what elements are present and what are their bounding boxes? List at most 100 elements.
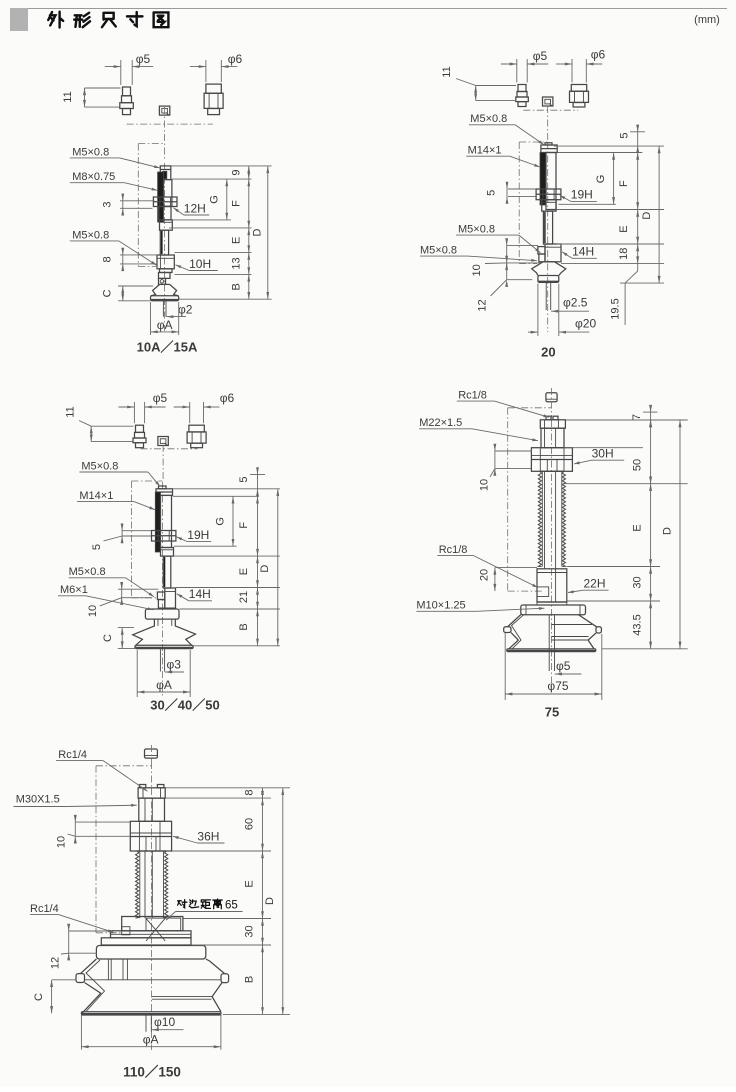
svg-text:M22×1.5: M22×1.5 <box>419 417 462 429</box>
svg-text:5: 5 <box>238 476 250 482</box>
svg-text:5: 5 <box>619 132 631 138</box>
svg-text:10A／15A: 10A／15A <box>137 340 198 355</box>
svg-text:φ6: φ6 <box>228 52 243 66</box>
svg-text:110／150: 110／150 <box>123 1065 181 1080</box>
svg-text:60: 60 <box>244 818 256 830</box>
svg-text:φA: φA <box>157 318 173 332</box>
svg-text:19H: 19H <box>571 188 593 202</box>
svg-text:G: G <box>214 517 226 526</box>
svg-text:M5×0.8: M5×0.8 <box>420 245 457 257</box>
svg-text:F: F <box>231 200 243 207</box>
svg-text:10H: 10H <box>189 257 211 271</box>
svg-text:12: 12 <box>50 957 62 969</box>
svg-text:φA: φA <box>143 1033 159 1047</box>
svg-text:F: F <box>618 180 630 187</box>
svg-text:M5×0.8: M5×0.8 <box>72 146 109 158</box>
svg-text:9: 9 <box>231 169 243 175</box>
svg-text:G: G <box>209 195 221 204</box>
svg-text:M5×0.8: M5×0.8 <box>72 229 109 241</box>
svg-text:M14×1: M14×1 <box>468 145 502 157</box>
svg-text:φ75: φ75 <box>547 679 568 693</box>
svg-text:(mm): (mm) <box>694 14 720 26</box>
svg-text:φA: φA <box>156 678 172 692</box>
svg-text:Rc1/4: Rc1/4 <box>58 749 87 761</box>
svg-text:5: 5 <box>91 544 103 550</box>
svg-text:8: 8 <box>102 256 114 262</box>
svg-text:11: 11 <box>62 91 74 102</box>
svg-text:21: 21 <box>238 591 250 603</box>
svg-text:10: 10 <box>56 836 68 848</box>
svg-text:5: 5 <box>486 190 498 196</box>
svg-text:12: 12 <box>477 299 489 311</box>
svg-text:14H: 14H <box>189 587 211 601</box>
svg-text:φ20: φ20 <box>575 317 596 331</box>
svg-text:50: 50 <box>632 459 644 471</box>
svg-text:19H: 19H <box>187 528 209 542</box>
svg-text:φ5: φ5 <box>136 52 151 66</box>
svg-text:30: 30 <box>632 576 644 588</box>
svg-text:M5×0.8: M5×0.8 <box>470 113 507 125</box>
svg-text:M5×0.8: M5×0.8 <box>458 224 495 236</box>
svg-text:75: 75 <box>545 705 559 720</box>
svg-text:φ5: φ5 <box>533 49 548 63</box>
svg-text:φ6: φ6 <box>220 391 235 405</box>
svg-text:C: C <box>33 993 45 1001</box>
svg-text:F: F <box>238 522 250 529</box>
svg-text:10: 10 <box>87 605 99 617</box>
svg-text:3: 3 <box>102 202 114 208</box>
svg-text:M10×1.25: M10×1.25 <box>416 600 465 612</box>
svg-text:30: 30 <box>244 925 256 937</box>
svg-text:E: E <box>238 568 250 575</box>
svg-text:Rc1/8: Rc1/8 <box>458 390 487 402</box>
svg-text:M30X1.5: M30X1.5 <box>16 794 60 806</box>
svg-text:E: E <box>632 524 644 531</box>
svg-text:φ5: φ5 <box>556 659 571 673</box>
svg-text:M6×1: M6×1 <box>60 584 88 596</box>
svg-text:φ3: φ3 <box>167 658 182 672</box>
svg-text:M8×0.75: M8×0.75 <box>72 171 115 183</box>
svg-text:30／40／50: 30／40／50 <box>150 698 219 713</box>
svg-text:8: 8 <box>244 789 256 795</box>
svg-text:B: B <box>238 623 250 630</box>
svg-text:φ2.5: φ2.5 <box>563 296 588 310</box>
svg-text:20: 20 <box>541 345 555 360</box>
svg-text:Rc1/4: Rc1/4 <box>30 903 59 915</box>
svg-text:7: 7 <box>631 414 643 420</box>
svg-text:M5×0.8: M5×0.8 <box>81 460 118 472</box>
svg-text:C: C <box>102 289 114 297</box>
svg-text:D: D <box>252 228 264 236</box>
svg-text:E: E <box>618 225 630 232</box>
svg-text:43.5: 43.5 <box>632 614 644 635</box>
svg-text:φ2: φ2 <box>178 303 193 317</box>
svg-text:φ6: φ6 <box>591 48 606 62</box>
svg-text:M5×0.8: M5×0.8 <box>69 566 106 578</box>
svg-text:18: 18 <box>618 248 630 260</box>
svg-text:11: 11 <box>441 66 453 77</box>
svg-text:12H: 12H <box>184 201 206 215</box>
svg-text:B: B <box>244 976 256 983</box>
svg-text:36H: 36H <box>197 829 219 843</box>
svg-text:D: D <box>264 897 276 905</box>
svg-text:14H: 14H <box>572 245 594 259</box>
svg-text:20: 20 <box>479 569 491 581</box>
svg-text:19.5: 19.5 <box>610 298 622 319</box>
svg-text:D: D <box>662 527 674 535</box>
svg-text:Rc1/8: Rc1/8 <box>439 544 468 556</box>
svg-text:E: E <box>244 880 256 887</box>
svg-text:B: B <box>231 283 243 290</box>
svg-text:E: E <box>231 237 243 244</box>
svg-text:13: 13 <box>231 257 243 269</box>
svg-text:D: D <box>259 565 271 573</box>
svg-text:C: C <box>102 634 114 642</box>
svg-text:10: 10 <box>479 479 491 491</box>
svg-text:φ10: φ10 <box>154 1015 175 1029</box>
svg-text:D: D <box>641 212 653 220</box>
svg-text:φ5: φ5 <box>153 391 168 405</box>
svg-text:30H: 30H <box>592 447 614 461</box>
svg-text:10: 10 <box>471 264 483 276</box>
svg-text:G: G <box>595 175 607 184</box>
svg-text:M14×1: M14×1 <box>79 490 113 502</box>
svg-text:22H: 22H <box>584 577 606 591</box>
svg-text:11: 11 <box>65 406 77 417</box>
svg-text:65: 65 <box>225 899 238 911</box>
